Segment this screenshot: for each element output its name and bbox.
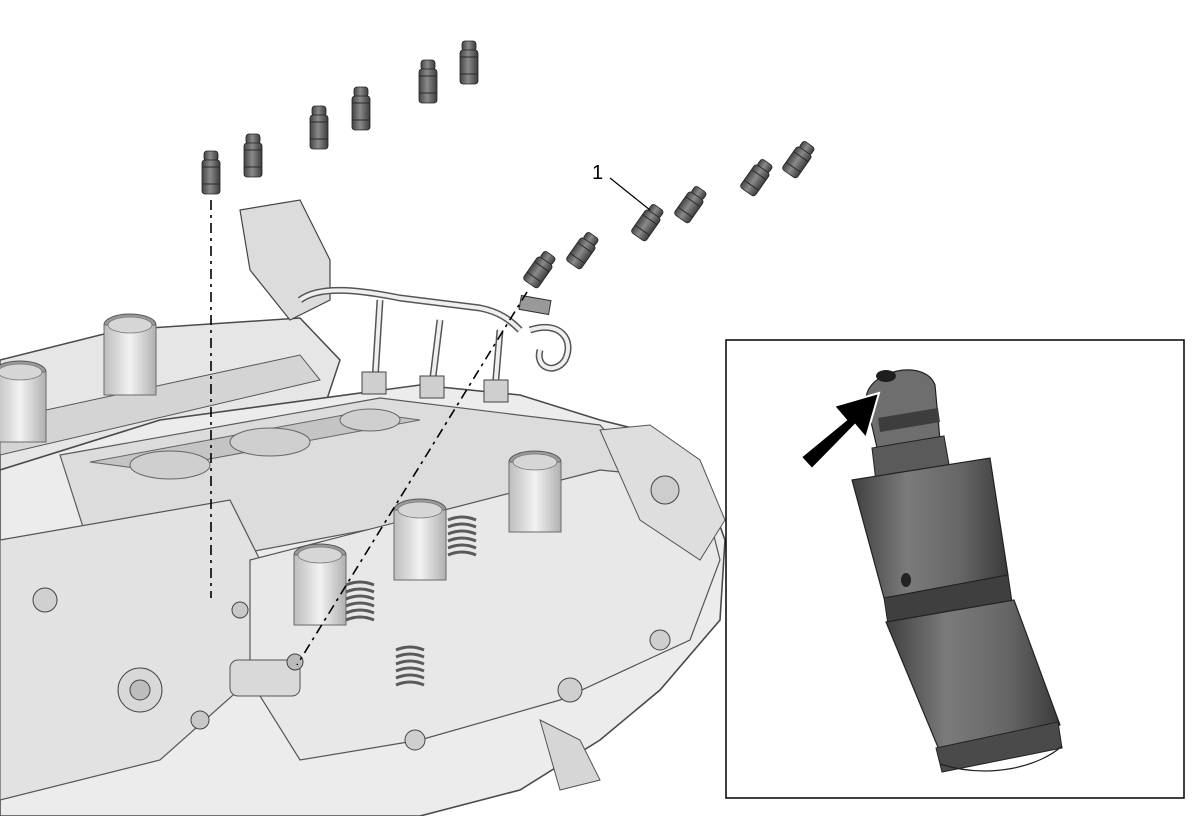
- lifter: [351, 86, 371, 131]
- lifter: [672, 183, 710, 225]
- lifters-left-bank: [201, 40, 479, 195]
- lifter-detail-illustration: [851, 369, 1063, 773]
- lifter: [201, 150, 221, 195]
- inset-detail-view: [725, 339, 1185, 799]
- lifter: [780, 138, 818, 180]
- arrow-pointing-to-oil-hole-icon: [799, 391, 881, 471]
- side-oil-hole: [901, 573, 911, 587]
- engine-cylinder-head-illustration: [0, 199, 726, 816]
- callout-label: 1: [592, 162, 603, 184]
- lifter: [521, 248, 559, 290]
- callout-leader-line: [609, 177, 651, 211]
- lifters-right-bank: [521, 138, 818, 290]
- lifter: [459, 40, 479, 85]
- lifter: [243, 133, 263, 178]
- lifter: [418, 59, 438, 104]
- guide-line-right-bank: [296, 291, 528, 666]
- oil-hole: [876, 370, 896, 382]
- installation-guide-lines: [210, 200, 528, 666]
- lifter: [738, 156, 776, 198]
- callout-1: 1: [592, 162, 651, 211]
- lifter: [564, 229, 602, 271]
- lifter: [309, 105, 329, 150]
